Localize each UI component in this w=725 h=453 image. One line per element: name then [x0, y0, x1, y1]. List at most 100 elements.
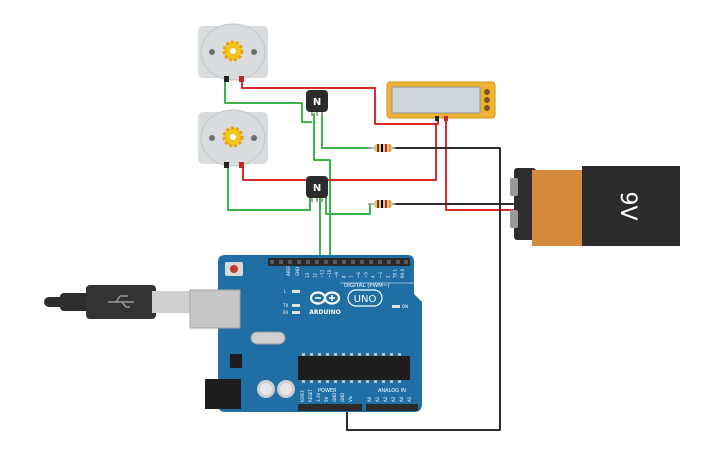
wire-red-battery[interactable]	[445, 117, 514, 211]
analog-header-label: ANALOG IN	[378, 388, 406, 394]
cable-boot	[60, 293, 90, 311]
digital-header-label: DIGITAL (PWM~)	[344, 283, 390, 289]
capacitor-top	[260, 383, 272, 395]
digital-header-pins	[270, 260, 408, 264]
motor-top[interactable]	[198, 23, 268, 82]
digital-pin-label-5: 8	[342, 275, 347, 278]
battery-terminal	[510, 178, 518, 196]
wire-green-t2-res[interactable]	[325, 197, 371, 215]
led-l-label: L	[284, 289, 287, 294]
mount-hole-icon	[251, 49, 257, 55]
power-pin-label-0: IOREF	[300, 389, 305, 402]
digital-pin-label-11: 2	[385, 275, 390, 278]
microcontroller-chip	[298, 356, 410, 380]
usb-plug-metal	[152, 291, 194, 313]
transistor-body	[306, 176, 328, 198]
battery-wrap	[532, 170, 586, 246]
chip-pins	[302, 353, 401, 383]
digital-pin-label-2: ~11	[320, 269, 325, 278]
digital-pin-label-10: ~3	[378, 272, 383, 278]
motor-terminal	[239, 162, 244, 168]
wire-red-motor1[interactable]	[241, 79, 439, 125]
power-pin-label-2: 3.3V	[316, 393, 321, 402]
aref-label: AREF	[286, 265, 291, 276]
capacitor-top	[280, 383, 292, 395]
resistor-1[interactable]	[368, 144, 396, 152]
battery-terminal	[510, 210, 518, 228]
led-tx-label: TX	[282, 303, 288, 308]
digital-pin-label-6: 7	[349, 275, 354, 278]
power-header	[298, 404, 362, 411]
motor-terminal	[224, 76, 229, 82]
battery-cap	[514, 168, 536, 240]
analog-pin-label-3: A3	[391, 396, 396, 402]
transistor-1[interactable]: N	[306, 90, 328, 116]
motor-terminal	[224, 162, 229, 168]
digital-pin-label-13: RX 0	[400, 268, 405, 278]
voltage-regulator	[230, 354, 242, 368]
probe-terminal	[435, 116, 439, 121]
probe-terminal	[444, 116, 448, 121]
analog-header	[366, 404, 418, 411]
digital-pin-label-1: 12	[312, 272, 317, 278]
digital-pin-label-4: ~9	[334, 272, 339, 278]
led-rx	[292, 311, 300, 314]
led-rx-label: RX	[283, 310, 289, 315]
mount-hole-icon	[209, 135, 215, 141]
analog-pin-label-5: A5	[407, 396, 412, 402]
power-jack	[205, 379, 241, 409]
digital-pin-label-3: ~10	[327, 269, 332, 278]
power-pin-label-3: 5V	[324, 396, 329, 402]
reset-button-icon	[230, 265, 238, 273]
digital-pin-label-9: 4	[371, 275, 376, 278]
transistor-body	[306, 90, 328, 112]
led-l	[292, 290, 300, 293]
analog-pin-label-0: A0	[367, 396, 372, 402]
wire-green-t1-res[interactable]	[321, 113, 371, 149]
wire-green-motor2[interactable]	[227, 167, 311, 211]
usb-port	[189, 289, 241, 329]
digital-header	[268, 258, 410, 266]
arduino-model: UNO	[354, 294, 377, 305]
analog-pin-label-4: A4	[399, 396, 404, 402]
mount-hole-icon	[209, 49, 215, 55]
digital-pin-label-8: ~5	[363, 272, 368, 278]
gnd-label: GND	[295, 267, 300, 276]
transistor-label: N	[313, 97, 321, 108]
multimeter-display	[391, 86, 481, 114]
motor-bottom[interactable]	[198, 109, 268, 168]
transistor-2[interactable]: N	[306, 176, 328, 202]
uno-badge	[347, 289, 383, 307]
arduino-brand: ARDUINO	[309, 309, 340, 316]
power-pin-label-4: GND	[332, 393, 337, 402]
multimeter[interactable]	[386, 81, 496, 121]
digital-pin-label-12: TX 1	[393, 269, 398, 279]
dial-icon	[484, 97, 490, 103]
battery-body	[582, 166, 680, 246]
wires	[224, 79, 514, 431]
battery-9v[interactable]: 9V	[510, 166, 680, 246]
led-on	[392, 305, 400, 308]
analog-pin-label-1: A1	[375, 396, 380, 402]
arduino-logo-icon	[309, 291, 341, 305]
power-pin-label-1: RESET	[308, 389, 313, 402]
wire-black-res1[interactable]	[346, 147, 501, 431]
led-on-label: ON	[402, 304, 408, 309]
dial-icon	[484, 105, 490, 111]
power-header-label: POWER	[318, 388, 337, 394]
usb-icon	[108, 295, 134, 308]
resistor-2[interactable]	[368, 200, 396, 208]
shaft-icon	[230, 48, 236, 54]
wire-green-motor1[interactable]	[224, 79, 312, 123]
wire-red-motor2[interactable]	[242, 123, 437, 181]
led-tx	[292, 304, 300, 307]
power-pin-label-6: Vin	[348, 395, 353, 402]
usb-cable[interactable]	[44, 285, 194, 319]
wire-green-t1-pin[interactable]	[313, 113, 331, 259]
dial-icon	[484, 89, 490, 95]
